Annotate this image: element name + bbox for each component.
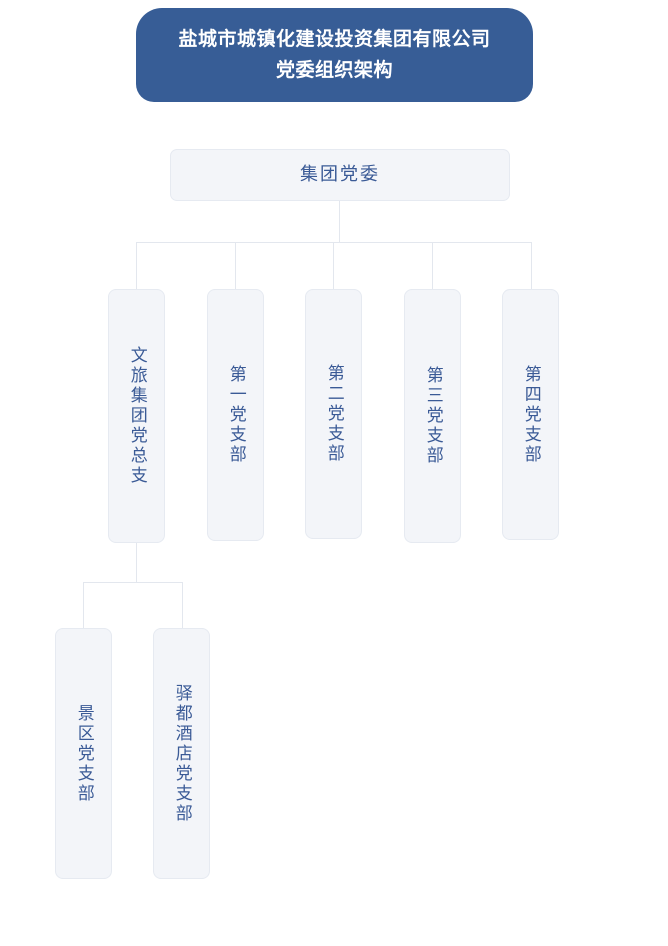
org-node-level2-label-5: 第四党支部 [521, 364, 541, 465]
org-node-level3-label-2: 驿都酒店党支部 [172, 683, 192, 824]
connector-level2-bus [136, 242, 532, 243]
connector-drop-level2-4 [432, 242, 433, 289]
connector-drop-level2-1 [136, 242, 137, 289]
chart-title-banner: 盐城市城镇化建设投资集团有限公司 党委组织架构 [136, 8, 533, 102]
org-node-party-branch-1[interactable]: 第一党支部 [207, 289, 264, 541]
connector-level3-bus [83, 582, 183, 583]
connector-root-stem [339, 201, 340, 242]
chart-title-text: 盐城市城镇化建设投资集团有限公司 党委组织架构 [178, 29, 491, 81]
connector-wenlv-stem [136, 543, 137, 583]
connector-drop-level2-5 [531, 242, 532, 289]
org-node-level2-label-4: 第三党支部 [423, 366, 443, 466]
org-node-level2-label-2: 第一党支部 [226, 365, 246, 465]
connector-drop-level2-2 [235, 242, 236, 289]
org-node-scenic-area-party-branch[interactable]: 景区党支部 [55, 628, 112, 879]
connector-drop-level2-3 [333, 242, 334, 289]
connector-drop-level3-1 [83, 582, 84, 628]
org-node-party-branch-2[interactable]: 第二党支部 [305, 289, 362, 539]
org-node-root-label: 集团党委 [300, 164, 380, 185]
org-node-yidu-hotel-party-branch[interactable]: 驿都酒店党支部 [153, 628, 210, 879]
org-node-level2-label-3: 第二党支部 [324, 364, 344, 464]
org-node-level3-label-1: 景区党支部 [74, 703, 94, 804]
org-node-party-branch-3[interactable]: 第三党支部 [404, 289, 461, 543]
connector-drop-level3-2 [182, 582, 183, 628]
org-node-wenlv-group-party-branch[interactable]: 文旅集团党总支 [108, 289, 165, 543]
org-node-level2-label-1: 文旅集团党总支 [127, 346, 147, 486]
org-node-party-branch-4[interactable]: 第四党支部 [502, 289, 559, 540]
org-node-root[interactable]: 集团党委 [170, 149, 510, 201]
